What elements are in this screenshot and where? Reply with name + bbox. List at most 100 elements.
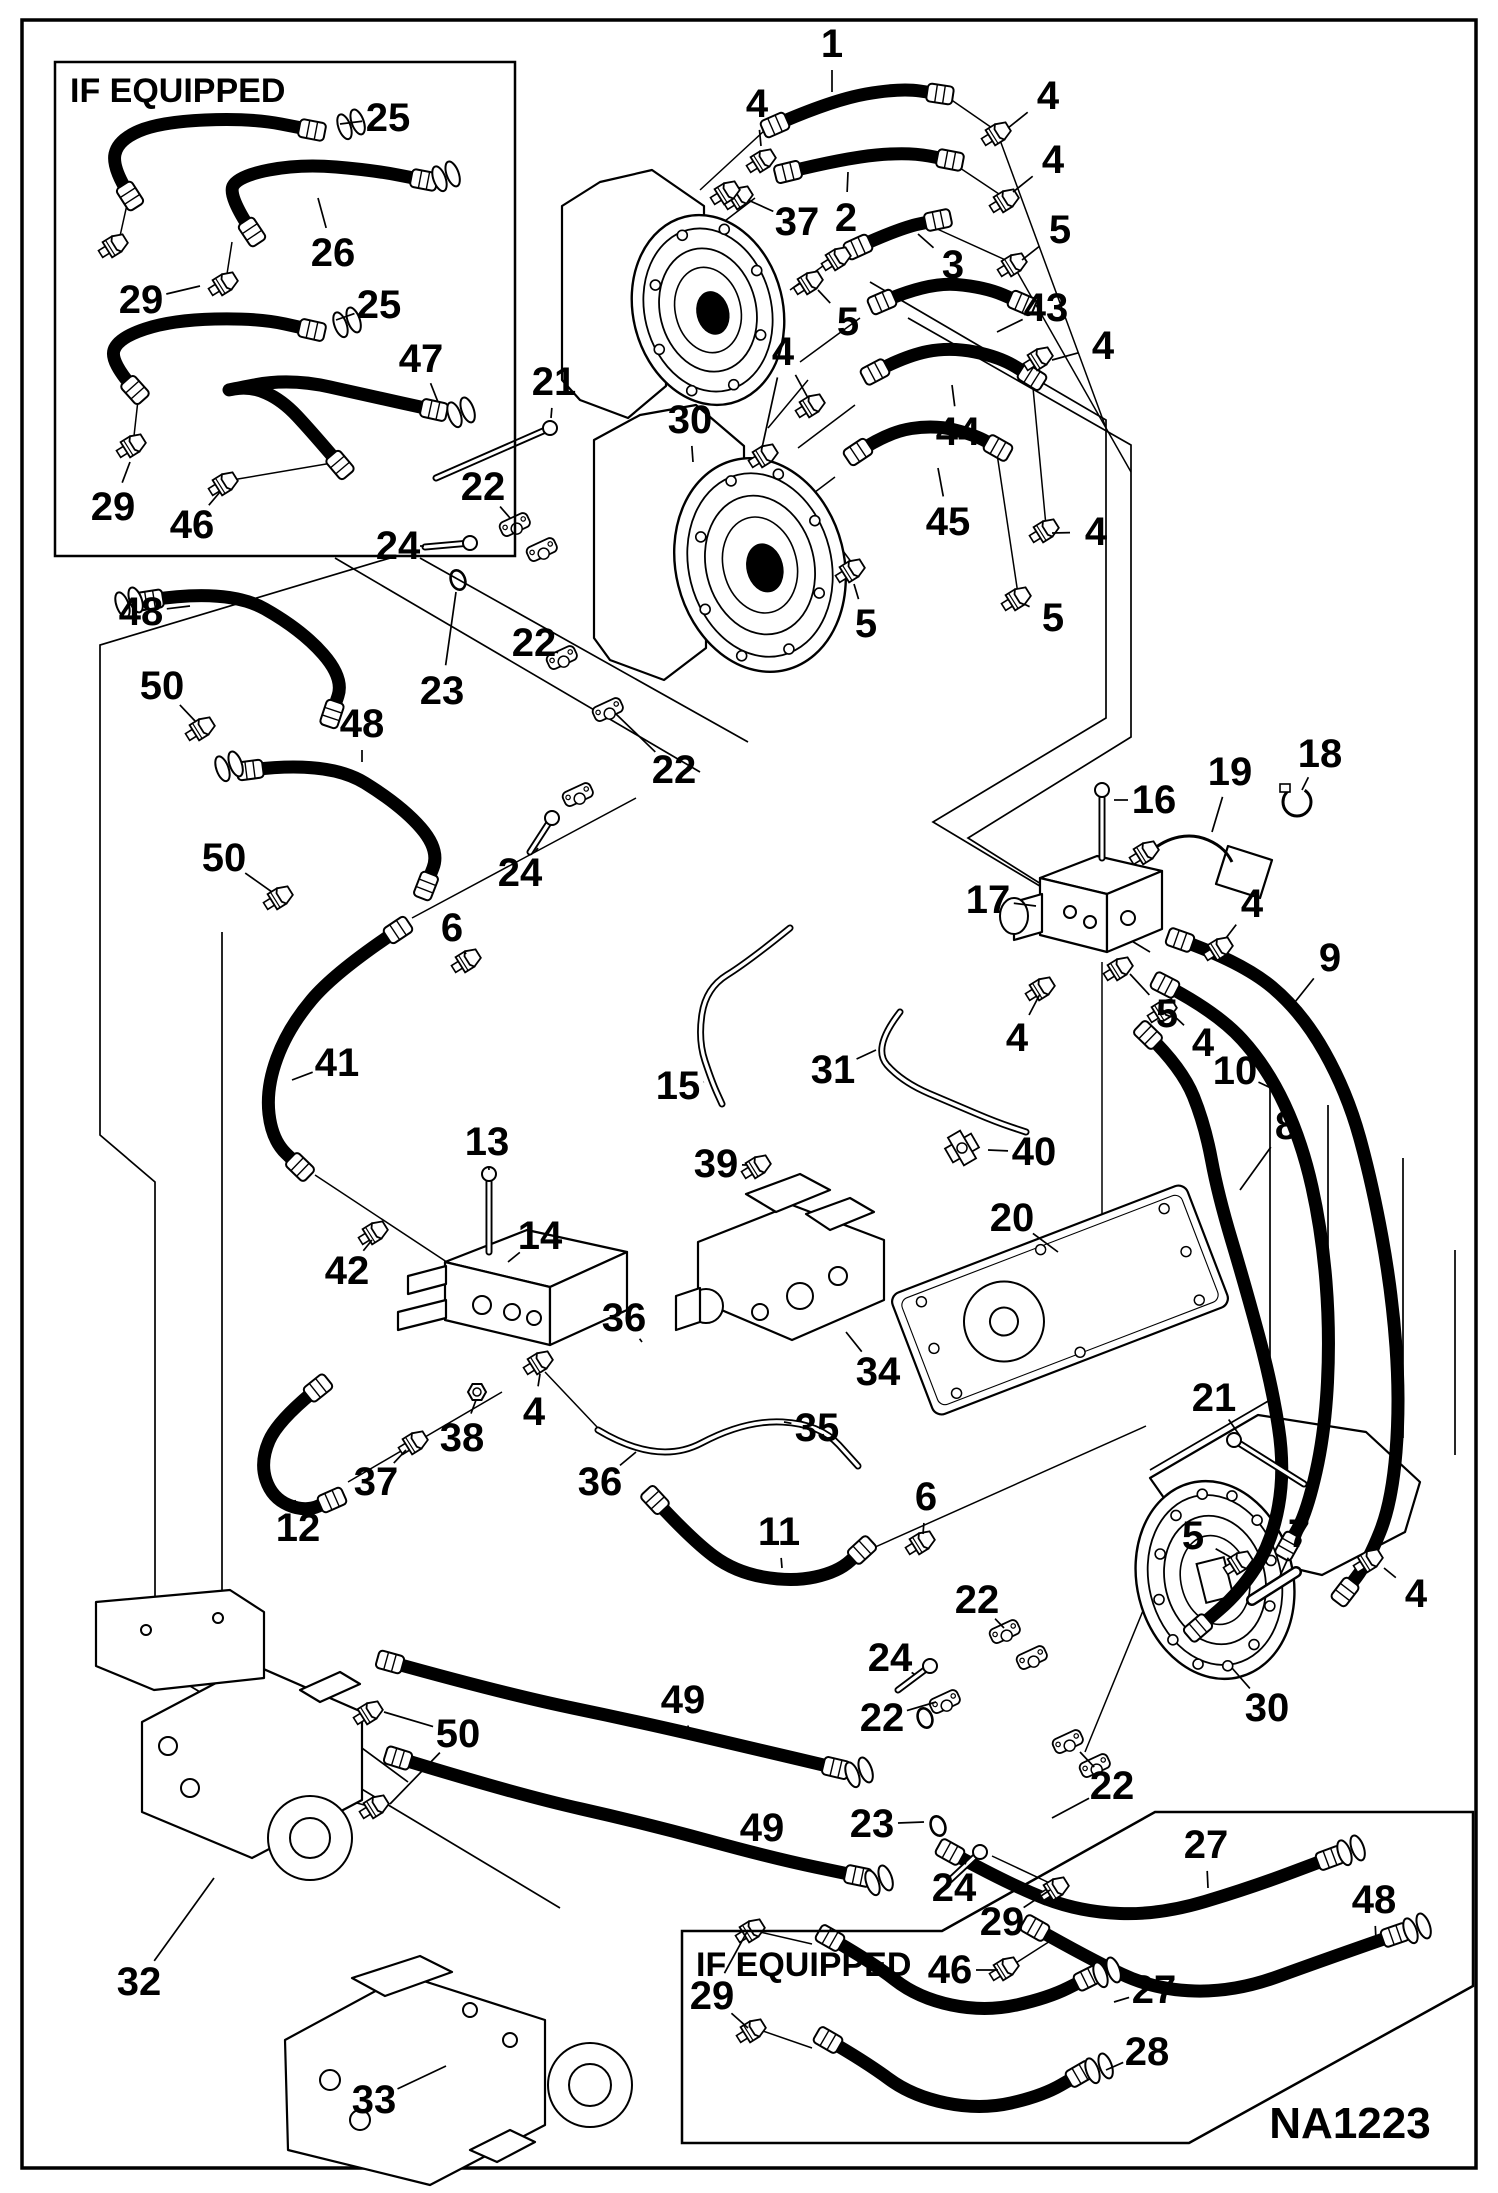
fitting-ridge — [1230, 1556, 1241, 1573]
callout-leader — [153, 1877, 215, 1962]
fitting-ridge — [1032, 982, 1043, 999]
callout-number: 44 — [936, 410, 981, 454]
assembly-chain-lines — [119, 91, 1173, 2049]
chain-line — [934, 227, 1011, 263]
fitting-ridge — [842, 564, 853, 581]
callout-number: 35 — [795, 1406, 840, 1450]
callout-number: 11 — [758, 1510, 800, 1554]
collar-ridge — [849, 446, 861, 463]
callout-number: 3 — [942, 243, 964, 287]
flange-bolt-hole — [750, 264, 763, 277]
callout-23: 23 — [420, 591, 465, 713]
callout-leader — [389, 1752, 441, 1805]
collar-body — [319, 698, 345, 730]
hose-crimp-collar — [1133, 1020, 1163, 1050]
clamp-hole — [549, 657, 555, 664]
if-equipped-label: IF EQUIPPED — [696, 1946, 911, 1984]
callout-leader — [1374, 1925, 1377, 1941]
callout-leader — [994, 1618, 1005, 1629]
collar-ridge — [418, 878, 437, 887]
if-equipped-box-border — [53, 60, 517, 558]
callout-22: 22 — [1051, 1751, 1134, 1819]
bolt-head — [1094, 782, 1110, 798]
flange-nut-bore — [472, 1387, 482, 1397]
fitting-nut — [1159, 998, 1178, 1018]
callout-29: 29 — [980, 1889, 1051, 1944]
callout-number: 21 — [532, 360, 577, 404]
fitting-ridge — [753, 154, 764, 171]
hex-fitting — [97, 233, 129, 259]
if-equipped-label: IF EQUIPPED — [70, 72, 285, 110]
callout-14: 14 — [507, 1214, 563, 1263]
callout-47: 47 — [399, 337, 443, 403]
fitting-nut — [748, 2018, 767, 2038]
valve-34-port — [751, 1303, 769, 1321]
callout-29: 29 — [119, 278, 201, 322]
hose-crimp-collar — [1006, 289, 1038, 317]
collar-ridge — [1078, 2063, 1089, 2081]
callout-number: 24 — [376, 524, 421, 568]
collar-ridge — [767, 118, 776, 136]
hose-crimp-collar — [935, 148, 965, 172]
collar-ridge — [852, 1545, 866, 1560]
fitting-nut — [220, 271, 239, 291]
fitting-ridge — [1210, 942, 1221, 959]
callout-36: 36 — [578, 1451, 637, 1504]
collar-ridge — [390, 1748, 398, 1766]
callout-number: 46 — [928, 1948, 973, 1992]
hose-crimp-collar — [297, 118, 327, 142]
flange-bolt-hole — [649, 279, 662, 291]
collar-ridge — [125, 380, 140, 394]
fitting-ridge — [270, 891, 281, 908]
clamp-hole — [565, 794, 571, 801]
hose-crimp-collar — [115, 180, 145, 212]
hose-clamp-half — [545, 645, 578, 670]
callout-number: 23 — [420, 669, 465, 713]
callout-49: 49 — [661, 1678, 706, 1737]
hex-fitting — [357, 1220, 389, 1246]
hose-crimp-collar — [759, 111, 791, 139]
collar-ridge — [1194, 1618, 1208, 1633]
callout-number: 36 — [602, 1296, 647, 1340]
bolt-head — [462, 535, 478, 551]
collar-ridge — [1023, 366, 1034, 383]
pump-33-flange-inner — [568, 2063, 612, 2107]
callout-leader — [1051, 352, 1079, 361]
fitting-ridge — [215, 477, 226, 494]
fitting-nut — [1001, 188, 1020, 208]
fitting-ridge — [802, 399, 813, 416]
chain-line — [759, 2029, 813, 2049]
callout-leader — [1023, 1889, 1051, 1909]
fitting-nut — [917, 1530, 936, 1550]
collar-ridge — [1395, 1924, 1403, 1943]
drive-motor — [592, 403, 848, 682]
callout-8: 8 — [1239, 1104, 1297, 1191]
callout-42: 42 — [325, 1239, 373, 1293]
collar-body — [297, 118, 327, 142]
hose — [868, 342, 1039, 384]
callout-number: 49 — [661, 1678, 706, 1722]
hex-fitting — [794, 393, 826, 419]
flange-disc — [332, 311, 349, 339]
callout-15: 15 — [656, 1064, 705, 1108]
hose — [851, 420, 1005, 459]
clamp-hole — [567, 649, 574, 655]
hose-crimp-collar — [923, 208, 953, 232]
clamp-hole — [1037, 1649, 1044, 1655]
callout-4: 4 — [1006, 993, 1041, 1060]
callout-number: 46 — [170, 503, 215, 547]
block-14-port — [472, 1295, 492, 1315]
hydraulic-hoses — [106, 82, 1411, 2113]
collar-ridge — [1188, 1623, 1202, 1638]
flange-disc — [1097, 2052, 1114, 2080]
callout-25: 25 — [335, 283, 401, 327]
fitting-ridge — [215, 277, 226, 294]
hose — [781, 147, 957, 179]
bolt-head — [542, 420, 558, 436]
collar-ridge — [859, 1867, 865, 1886]
callout-number: 5 — [1182, 1514, 1204, 1558]
flange-disc — [857, 1756, 874, 1784]
flange-bolt-hole — [1251, 1514, 1263, 1526]
